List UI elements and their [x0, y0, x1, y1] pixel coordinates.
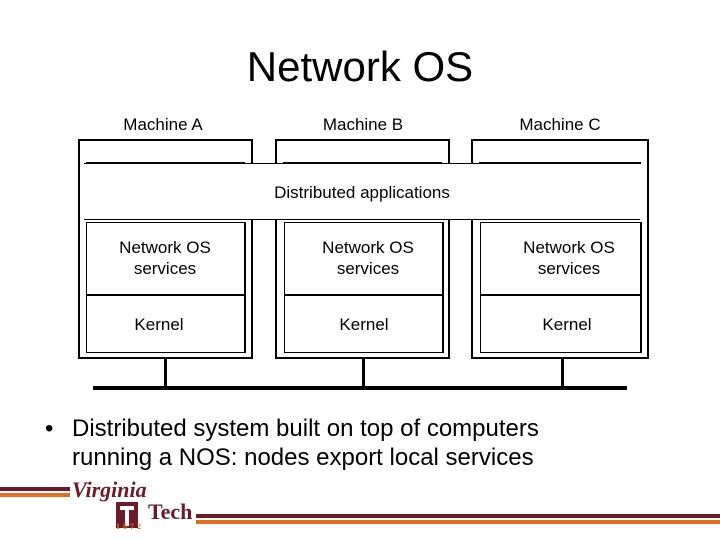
machine-b-top-rule: [283, 162, 442, 164]
machine-a-top-rule: [86, 162, 245, 164]
services-line-1: Network OS: [322, 238, 414, 257]
machine-a-label: Machine A: [123, 115, 203, 134]
machine-b-connector: [362, 359, 365, 388]
slide-title: Network OS: [246, 43, 474, 90]
network-bus: [93, 386, 627, 390]
bullet-text: Distributed system built on top of compu…: [72, 414, 672, 472]
footer-left-stripes: [0, 487, 70, 497]
maroon-stripe: [196, 514, 720, 518]
machine-a-kernel: Kernel: [134, 315, 184, 334]
machine-a-services: Network OS services: [86, 237, 244, 279]
machine-a-inner-box: [86, 222, 246, 353]
bullet-line-1: Distributed system built on top of compu…: [72, 415, 539, 442]
logo-word-virginia: Virginia: [72, 477, 147, 502]
machine-b-kernel: Kernel: [339, 315, 389, 334]
machine-c-top-rule: [479, 162, 641, 164]
machine-b-divider: [284, 294, 444, 296]
services-line-1: Network OS: [119, 238, 211, 257]
bullet-line-2: running a NOS: nodes export local servic…: [72, 444, 534, 471]
logo-emblem-icon: [116, 502, 138, 528]
footer-right-stripes: [196, 514, 720, 524]
machine-c-services: Network OS services: [486, 237, 652, 279]
bullet-symbol: •: [45, 415, 54, 442]
services-line-2: services: [537, 259, 601, 278]
machine-b-services: Network OS services: [286, 237, 450, 279]
machine-c-connector: [561, 359, 564, 388]
services-line-2: services: [336, 259, 400, 278]
services-line-2: services: [133, 259, 197, 278]
machine-a-connector: [164, 359, 167, 388]
machine-c-divider: [480, 294, 642, 296]
machine-a-divider: [86, 294, 246, 296]
machine-b-label: Machine B: [322, 115, 404, 134]
logo-word-tech: Tech: [148, 499, 193, 524]
machine-b-inner-box: [284, 222, 444, 353]
machine-c-kernel: Kernel: [542, 315, 592, 334]
maroon-stripe: [0, 487, 70, 491]
distributed-applications-band: [84, 163, 640, 220]
services-line-1: Network OS: [523, 238, 615, 257]
virginia-tech-logo: Virginia Tech 1872: [72, 478, 196, 534]
orange-stripe: [196, 520, 720, 524]
machine-c-inner-box: [480, 222, 642, 353]
distributed-applications-label: Distributed applications: [274, 183, 450, 202]
orange-stripe: [0, 493, 70, 497]
logo-year: 1872: [116, 522, 144, 531]
machine-c-label: Machine C: [519, 115, 601, 134]
